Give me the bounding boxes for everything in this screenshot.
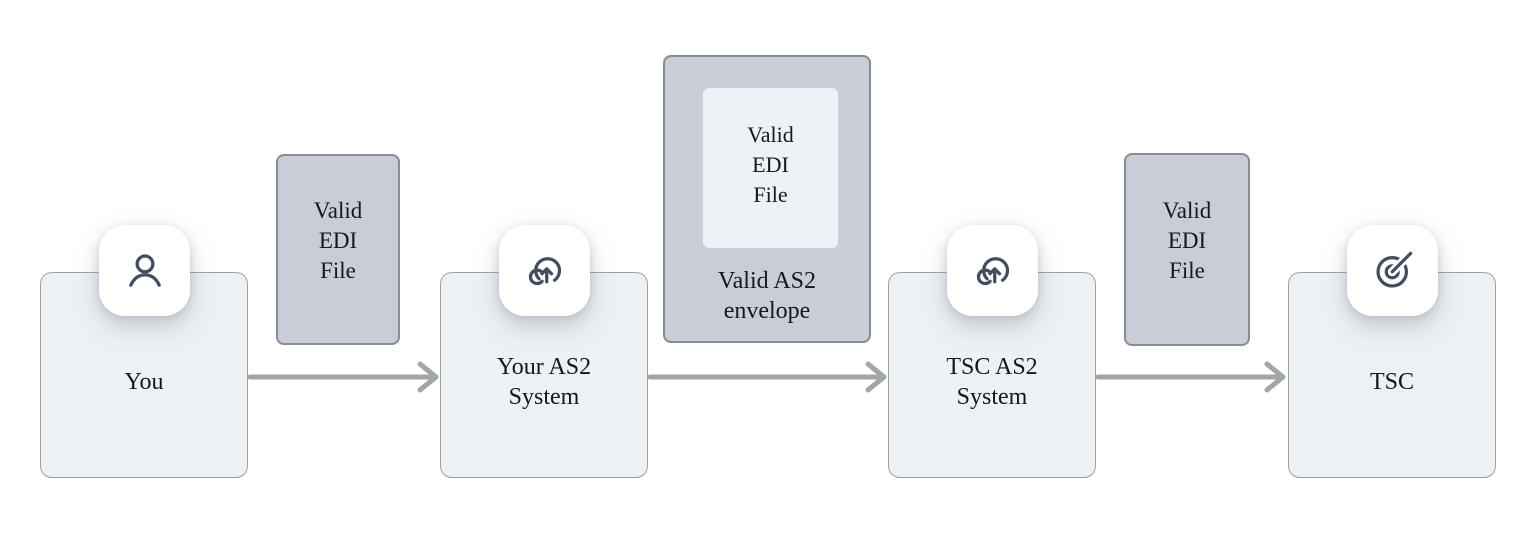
artifact-valid-edi-file-2: Valid EDI File <box>1124 153 1250 346</box>
node-tsc-label: TSC <box>1369 368 1414 395</box>
node-your-as2-badge <box>499 225 590 316</box>
cloud-upload-icon <box>528 256 561 285</box>
user-icon <box>128 253 161 287</box>
artifact-envelope-edi-file-text: Valid EDI File <box>747 122 794 207</box>
arrow-you-to-your-as2 <box>247 361 439 393</box>
node-tsc: TSC <box>1288 225 1496 478</box>
artifact-valid-edi-file-1-text: Valid EDI File <box>313 198 363 283</box>
node-tsc-as2-badge <box>947 225 1038 316</box>
arrow-your-as2-to-tsc-as2 <box>647 361 887 393</box>
target-icon <box>1375 248 1415 288</box>
artifact-valid-edi-file-2-text: Valid EDI File <box>1162 198 1212 283</box>
node-you-badge <box>99 225 190 316</box>
node-tsc-as2-label: TSC AS2 System <box>946 353 1038 410</box>
artifact-envelope-label: Valid AS2 envelope <box>717 268 816 324</box>
cloud-upload-icon <box>976 256 1009 285</box>
node-you-label: You <box>124 368 164 395</box>
node-you: You <box>40 225 248 478</box>
node-tsc-as2-system: TSC AS2 System <box>888 225 1096 478</box>
arrow-tsc-as2-to-tsc <box>1095 361 1286 393</box>
node-your-as2-system: Your AS2 System <box>440 225 648 478</box>
node-your-as2-label: Your AS2 System <box>496 353 592 410</box>
node-tsc-badge <box>1347 225 1438 316</box>
artifact-valid-edi-file-1: Valid EDI File <box>276 154 400 345</box>
artifact-valid-as2-envelope: Valid EDI File Valid AS2 envelope <box>663 55 871 343</box>
artifact-envelope-edi-file: Valid EDI File <box>703 88 838 248</box>
